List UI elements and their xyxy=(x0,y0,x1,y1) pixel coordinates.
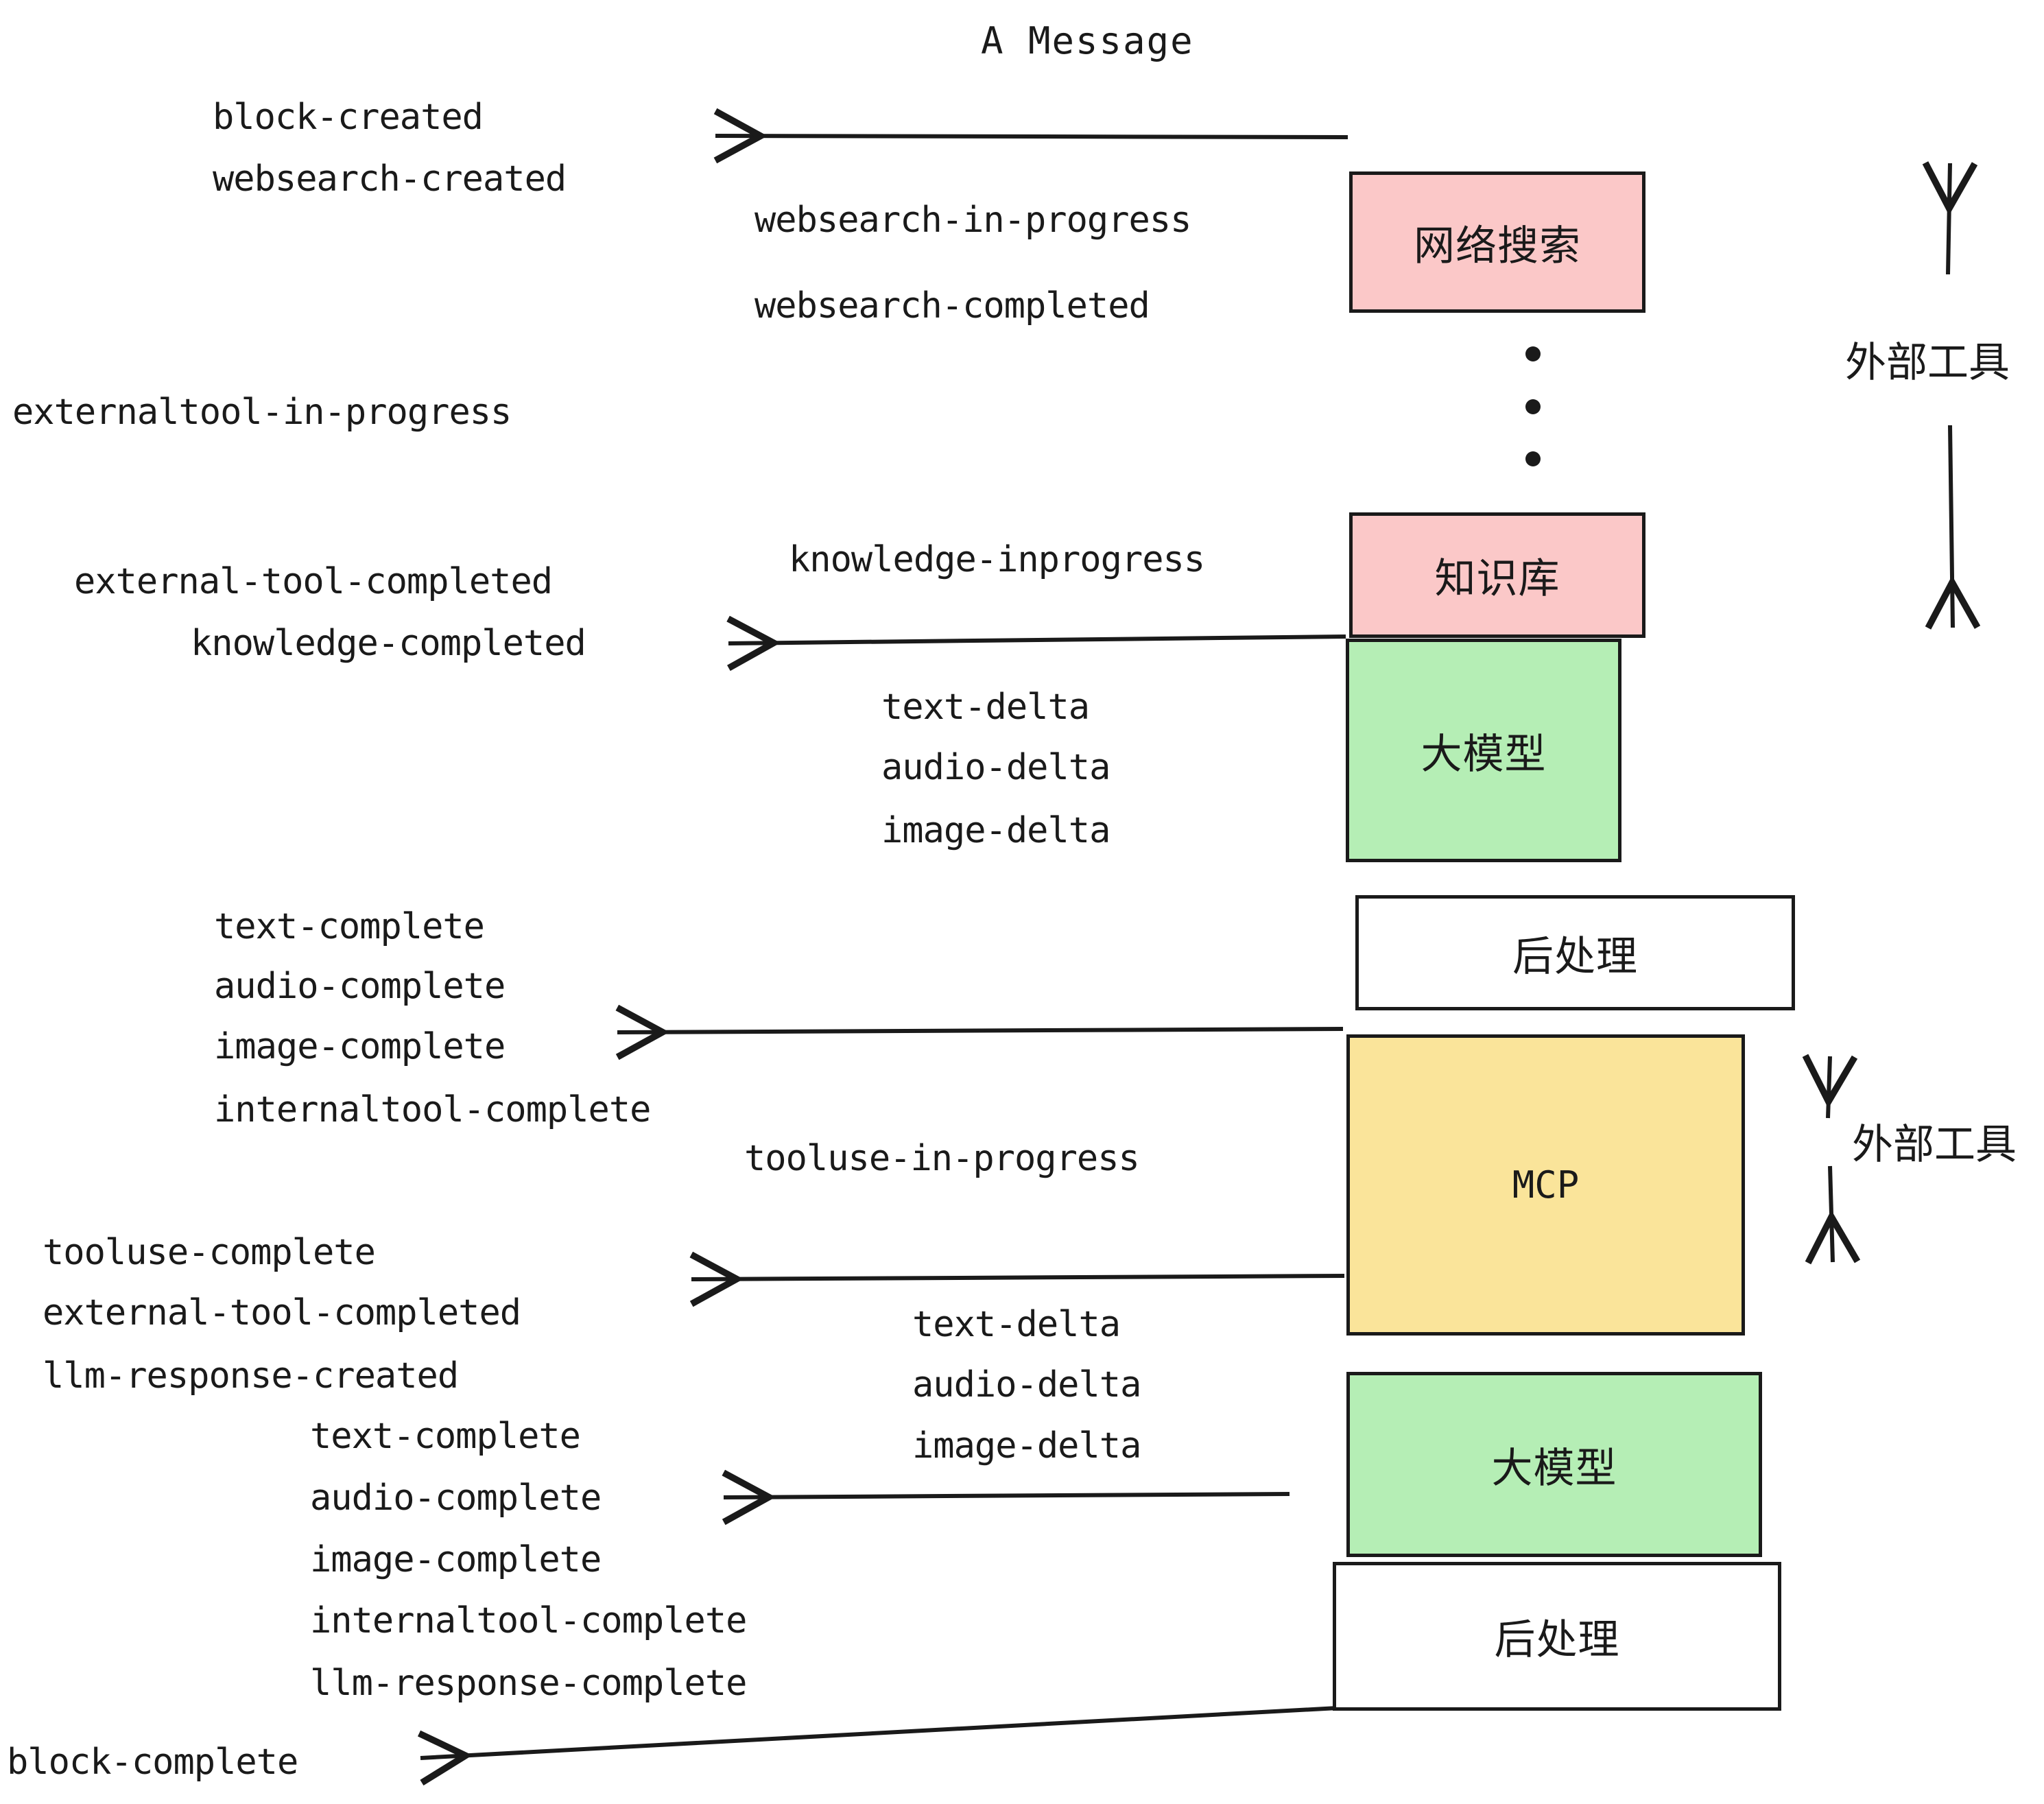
event-label-audio-delta-1: audio-delta xyxy=(881,747,1110,788)
node-post-processing-1-label: 后处理 xyxy=(1512,932,1638,981)
event-label-externaltool-in-progress: externaltool-in-progress xyxy=(12,392,512,433)
page-title: A Message xyxy=(981,19,1194,62)
event-label-knowledge-completed: knowledge-completed xyxy=(191,623,586,664)
node-post-processing-2[interactable]: 后处理 xyxy=(1333,1562,1781,1711)
node-knowledge-label: 知识库 xyxy=(1434,555,1560,603)
event-label-tooluse-complete: tooluse-complete xyxy=(43,1232,376,1273)
event-label-external-tool-completed-1: external-tool-completed xyxy=(74,561,553,602)
event-label-audio-complete-2: audio-complete xyxy=(310,1477,602,1519)
node-llm-1[interactable]: 大模型 xyxy=(1346,639,1621,862)
node-llm-2[interactable]: 大模型 xyxy=(1346,1372,1762,1557)
event-label-internaltool-complete-1: internaltool-complete xyxy=(214,1089,651,1130)
event-label-tooluse-in-progress: tooluse-in-progress xyxy=(744,1138,1140,1179)
event-label-websearch-completed: websearch-completed xyxy=(754,285,1150,327)
ellipsis-dot xyxy=(1525,399,1541,414)
arrow-external-tool-down-bottom xyxy=(1830,1165,1833,1262)
event-label-text-delta-2: text-delta xyxy=(912,1304,1121,1345)
arrow-mcp-to-tooluse-complete xyxy=(691,1276,1345,1279)
event-label-websearch-in-progress: websearch-in-progress xyxy=(754,200,1191,241)
event-label-block-complete: block-complete xyxy=(7,1742,298,1783)
arrow-external-tool-up-bottom xyxy=(1828,1056,1830,1119)
event-label-image-delta-1: image-delta xyxy=(881,810,1110,851)
node-knowledge[interactable]: 知识库 xyxy=(1349,512,1645,638)
node-post-processing-2-label: 后处理 xyxy=(1494,1616,1620,1664)
event-label-llm-response-created: llm-response-created xyxy=(43,1355,459,1397)
node-llm-1-label: 大模型 xyxy=(1421,730,1547,779)
arrow-post2-to-block-complete xyxy=(420,1706,1338,1758)
event-label-text-complete-1: text-complete xyxy=(214,906,485,947)
node-llm-2-label: 大模型 xyxy=(1491,1444,1617,1493)
ellipsis-dots xyxy=(1525,346,1541,466)
event-label-image-complete-1: image-complete xyxy=(214,1026,506,1067)
event-label-knowledge-inprogress: knowledge-inprogress xyxy=(789,539,1205,580)
event-label-llm-response-complete: llm-response-complete xyxy=(310,1663,747,1704)
arrow-llm1-to-image-complete xyxy=(617,1029,1344,1032)
arrow-external-tool-up-top xyxy=(1948,163,1950,275)
group-label-external-tool-bottom: 外部工具 xyxy=(1852,1121,2017,1169)
arrow-websearch-to-block-created xyxy=(715,136,1348,137)
node-websearch[interactable]: 网络搜索 xyxy=(1349,171,1645,313)
event-label-image-complete-2: image-complete xyxy=(310,1539,602,1580)
event-label-text-complete-2: text-complete xyxy=(310,1416,581,1457)
arrow-knowledge-to-completed xyxy=(728,637,1346,643)
event-label-audio-delta-2: audio-delta xyxy=(912,1364,1141,1405)
node-post-processing-1[interactable]: 后处理 xyxy=(1355,895,1795,1010)
node-mcp[interactable]: MCP xyxy=(1346,1034,1745,1336)
event-label-external-tool-completed-2: external-tool-completed xyxy=(43,1292,521,1333)
event-label-image-delta-2: image-delta xyxy=(912,1425,1141,1467)
event-label-text-delta-1: text-delta xyxy=(881,687,1090,728)
group-label-external-tool-top: 外部工具 xyxy=(1845,339,2010,387)
arrow-llm2-to-audio-complete xyxy=(724,1494,1290,1497)
event-label-websearch-created: websearch-created xyxy=(213,158,567,200)
node-mcp-label: MCP xyxy=(1512,1163,1580,1207)
ellipsis-dot xyxy=(1525,451,1541,466)
event-label-block-created: block-created xyxy=(213,97,484,138)
node-websearch-label: 网络搜索 xyxy=(1414,222,1581,270)
event-label-internaltool-complete-2: internaltool-complete xyxy=(310,1600,747,1641)
event-label-audio-complete-1: audio-complete xyxy=(214,966,506,1007)
arrow-external-tool-down-top xyxy=(1950,425,1953,628)
ellipsis-dot xyxy=(1525,346,1541,361)
